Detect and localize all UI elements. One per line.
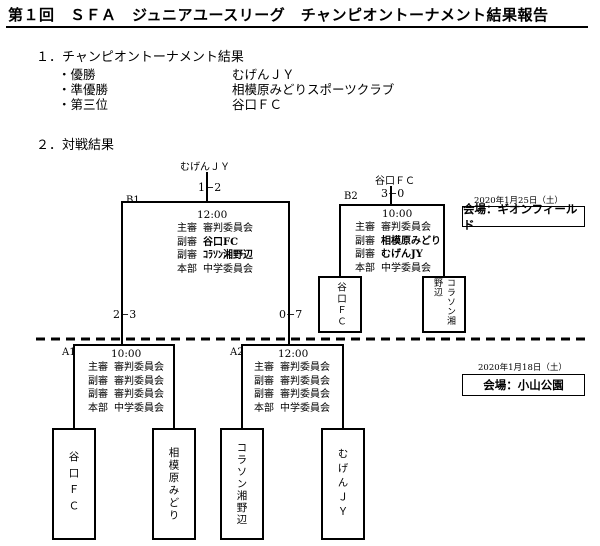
referee-row: 副審審判委員会 (88, 388, 184, 402)
team-name: コラソン湘野辺 (432, 278, 455, 326)
final-code: B1 (126, 195, 140, 206)
final-bracket (121, 201, 290, 345)
referee-name: 審判委員会 (114, 362, 164, 373)
a2-code: A2 (230, 347, 244, 358)
referee-row: 副審審判委員会 (88, 375, 184, 389)
final-score: 1−2 (198, 181, 222, 194)
a2-referees: 主審審判委員会 副審審判委員会 副審審判委員会 本部中学委員会 (254, 361, 350, 415)
third-code: B2 (344, 191, 358, 202)
referee-role: 主審 (254, 362, 274, 373)
referee-role: 副審 (88, 375, 108, 387)
team-box-corazon-b2: コラソン湘野辺 (422, 276, 466, 333)
team-name: コラソン湘野辺 (235, 442, 248, 526)
referee-name: むげんJY (381, 249, 423, 260)
referee-name: 中学委員会 (280, 402, 330, 414)
referee-row: 主審審判委員会 (254, 361, 350, 375)
referee-role: 主審 (88, 362, 108, 373)
referee-row: 副審審判委員会 (254, 375, 350, 389)
final-referees: 主審審判委員会 副審谷口FC 副審 ｺﾗｿﾝ湘野辺 本部中学委員会 (177, 222, 273, 276)
referee-name: 審判委員会 (203, 223, 253, 234)
a2-time: 12:00 (278, 348, 309, 360)
final-winner-name: むげんＪＹ (180, 162, 230, 173)
referee-role: 主審 (355, 222, 375, 233)
referee-row: 主審審判委員会 (177, 222, 273, 236)
final-time: 12:00 (197, 209, 228, 221)
referee-row: 本部中学委員会 (177, 263, 273, 277)
referee-row: 副審審判委員会 (254, 388, 350, 402)
team-name: むげんＪＹ (336, 447, 349, 521)
referee-name: ｺﾗｿﾝ湘野辺 (203, 250, 253, 261)
team-box-mugen-a2: むげんＪＹ (321, 428, 365, 540)
referee-role: 本部 (355, 262, 375, 274)
referee-name: 中学委員会 (114, 402, 164, 414)
a1-bracket (73, 344, 175, 430)
referee-role: 本部 (88, 402, 108, 414)
referee-row: 本部中学委員会 (254, 402, 350, 416)
referee-role: 副審 (177, 236, 197, 248)
referee-row: 主審審判委員会 (355, 221, 451, 235)
third-winner-name: 谷口ＦＣ (375, 176, 415, 187)
referee-row: 副審相模原みどり (355, 235, 451, 249)
result-label-2nd: ・準優勝 (58, 82, 109, 97)
referee-name: 審判委員会 (280, 362, 330, 373)
referee-name: 中学委員会 (381, 262, 431, 274)
referee-name: 谷口FC (203, 236, 239, 248)
referee-row: 副審 ｺﾗｿﾝ湘野辺 (177, 249, 273, 263)
team-name: 谷口ＦＣ (67, 451, 80, 517)
referee-role: 副審 (88, 389, 108, 400)
team-box-corazon-a2: コラソン湘野辺 (220, 428, 264, 540)
section2-heading: ２．対戦結果 (36, 138, 115, 153)
referee-role: 本部 (254, 402, 274, 414)
referee-role: 主審 (177, 223, 197, 234)
referee-name: 審判委員会 (114, 389, 164, 400)
third-score: 3−0 (381, 187, 405, 200)
venue-b-name: 会場：ギオンフィールド (462, 202, 585, 232)
referee-row: 本部中学委員会 (355, 262, 451, 276)
referee-name: 審判委員会 (280, 389, 330, 400)
page-title: 第１回 ＳＦＡ ジュニアユースリーグ チャンピオントーナメント結果報告 (8, 6, 549, 24)
venue-a-name: 会場：小山公園 (462, 374, 585, 396)
referee-role: 副審 (254, 389, 274, 400)
referee-role: 副審 (177, 250, 197, 261)
a1-code: A1 (62, 347, 76, 358)
referee-name: 審判委員会 (280, 375, 330, 387)
semi-a1-score: 2−3 (113, 308, 137, 321)
third-bracket (339, 204, 445, 278)
result-value-2nd: 相模原みどりスポーツクラブ (232, 82, 395, 97)
result-value-1st: むげんＪＹ (232, 67, 295, 82)
referee-name: 中学委員会 (203, 263, 253, 275)
referee-role: 副審 (254, 375, 274, 387)
referee-row: 本部中学委員会 (88, 402, 184, 416)
referee-name: 審判委員会 (381, 222, 431, 233)
semi-a2-score: 0−7 (279, 308, 303, 321)
referee-role: 本部 (177, 263, 197, 275)
team-box-taniguchi-a1: 谷口ＦＣ (52, 428, 96, 540)
third-time: 10:00 (382, 208, 413, 220)
team-name: 谷口ＦＣ (335, 281, 346, 328)
venue-b-date: 2020年1月25日（土） (474, 196, 563, 206)
result-label-1st: ・優勝 (58, 67, 96, 82)
title-underline (6, 26, 588, 28)
referee-row: 副審むげんJY (355, 248, 451, 262)
result-value-3rd: 谷口ＦＣ (232, 97, 283, 112)
third-referees: 主審審判委員会 副審相模原みどり 副審むげんJY 本部中学委員会 (355, 221, 451, 275)
referee-role: 副審 (355, 235, 375, 247)
team-name: 相模原みどり (167, 446, 180, 522)
a1-time: 10:00 (111, 348, 142, 360)
referee-name: 相模原みどり (381, 235, 441, 247)
a1-referees: 主審審判委員会 副審審判委員会 副審審判委員会 本部中学委員会 (88, 361, 184, 415)
section1-heading: １．チャンピオントーナメント結果 (36, 50, 244, 65)
team-box-taniguchi-b2: 谷口ＦＣ (318, 276, 362, 333)
referee-name: 審判委員会 (114, 375, 164, 387)
result-label-3rd: ・第三位 (58, 97, 109, 112)
referee-row: 副審谷口FC (177, 236, 273, 250)
referee-role: 副審 (355, 249, 375, 260)
team-box-sagamihara-a1: 相模原みどり (152, 428, 196, 540)
referee-row: 主審審判委員会 (88, 361, 184, 375)
a2-bracket (241, 344, 344, 430)
venue-a-date: 2020年1月18日（土） (478, 363, 567, 373)
